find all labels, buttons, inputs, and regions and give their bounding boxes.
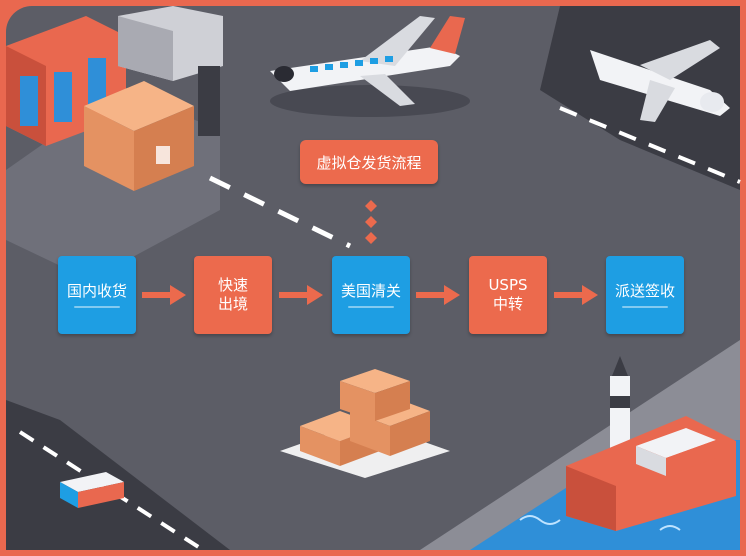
- arrow-right-icon: [554, 285, 598, 305]
- step-label: 美国清关: [340, 281, 401, 300]
- step-domestic-receiving: 国内收货: [58, 256, 136, 334]
- ship-icon: [566, 416, 736, 531]
- step-usps-transfer: USPS 中转: [469, 256, 547, 334]
- diamond-connector: [365, 200, 377, 244]
- arrow-right-icon: [142, 285, 186, 305]
- tower-icon: [118, 6, 223, 136]
- step-label: 派送签收: [614, 281, 675, 300]
- step-fast-export: 快速 出境: [194, 256, 272, 334]
- arrow-right-icon: [279, 285, 323, 305]
- truck-icon: [60, 472, 124, 508]
- step-underline: [348, 306, 394, 309]
- step-label: 国内收货: [66, 281, 127, 300]
- step-label: USPS 中转: [488, 276, 528, 313]
- box-stack-icon: [280, 369, 450, 478]
- step-underline: [74, 306, 120, 309]
- step-label: 快速 出境: [217, 276, 248, 313]
- arrow-right-icon: [416, 285, 460, 305]
- flow-title: 虚拟仓发货流程: [300, 140, 438, 184]
- step-delivery-signed: 派送签收: [606, 256, 684, 334]
- airplane-icon: [270, 16, 470, 117]
- step-underline: [622, 306, 668, 309]
- box-icon: [84, 81, 194, 191]
- step-us-customs: 美国清关: [332, 256, 410, 334]
- airplane-icon: [590, 40, 730, 122]
